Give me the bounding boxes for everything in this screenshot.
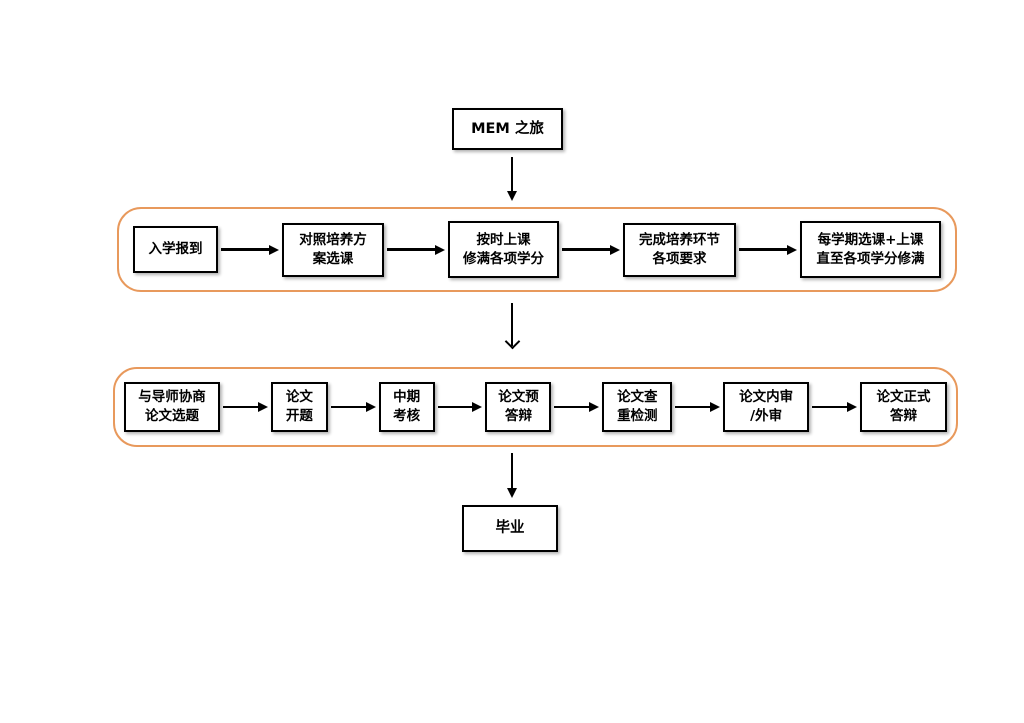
arrow-right-icon: [787, 244, 797, 255]
flow-node-final-defense: 论文正式 答辩: [859, 382, 947, 432]
arrow-shaft: [510, 453, 514, 488]
arrow-right-icon: [257, 402, 268, 412]
arrow-shaft: [812, 405, 847, 409]
flow-node-enrollment: 入学报到: [133, 226, 218, 273]
flow-node-graduation: 毕业: [462, 505, 558, 552]
arrow-right-connector: [387, 244, 445, 255]
arrow-right-icon: [610, 244, 620, 255]
arrow-right-connector: [554, 402, 600, 412]
arrow-shaft: [510, 157, 514, 191]
arrow-right-connector: [330, 402, 376, 412]
arrow-down-connector-1: [505, 157, 519, 201]
flow-node-credits-complete: 每学期选课+上课 直至各项学分修满: [800, 221, 941, 278]
arrow-shaft: [221, 248, 269, 251]
arrow-right-connector: [739, 244, 797, 255]
arrow-shaft: [223, 405, 258, 409]
arrow-right-connector: [437, 402, 483, 412]
flow-node-start: MEM 之旅: [452, 108, 563, 150]
arrow-down-icon: [504, 333, 520, 350]
arrow-down-connector-3: [505, 453, 519, 498]
flow-node-midterm-assessment: 中期 考核: [378, 382, 435, 432]
arrow-right-icon: [269, 244, 279, 255]
stage-thesis-container: 与导师协商 论文选题 论文 开题 中期 考核 论文预 答辩 论文查 重检测 论文…: [113, 367, 958, 447]
stage-coursework-container: 入学报到 对照培养方 案选课 按时上课 修满各项学分 完成培养环节 各项要求 每…: [117, 207, 957, 292]
arrow-down-icon: [507, 191, 517, 201]
arrow-right-icon: [435, 244, 445, 255]
arrow-shaft: [554, 405, 590, 409]
arrow-right-icon: [710, 402, 721, 412]
arrow-right-connector: [812, 402, 857, 412]
arrow-down-icon: [507, 488, 517, 498]
arrow-right-connector: [223, 402, 268, 412]
flow-node-topic-selection: 与导师协商 论文选题: [124, 382, 220, 432]
flow-node-pre-defense: 论文预 答辩: [485, 382, 552, 432]
arrow-right-connector: [675, 402, 721, 412]
arrow-shaft: [562, 248, 610, 251]
arrow-right-icon: [365, 402, 376, 412]
arrow-shaft: [510, 303, 514, 346]
arrow-shaft: [437, 405, 473, 409]
flow-node-attend-class: 按时上课 修满各项学分: [448, 221, 559, 278]
arrow-shaft: [739, 248, 787, 251]
arrow-down-connector-2: [504, 303, 520, 350]
flow-node-training-requirements: 完成培养环节 各项要求: [623, 222, 736, 277]
flow-node-plagiarism-check: 论文查 重检测: [602, 382, 673, 432]
arrow-right-icon: [589, 402, 600, 412]
arrow-right-connector: [562, 244, 620, 255]
arrow-shaft: [675, 405, 711, 409]
arrow-right-icon: [472, 402, 483, 412]
flow-node-internal-external-review: 论文内审 /外审: [723, 382, 810, 432]
flow-node-thesis-proposal: 论文 开题: [270, 382, 328, 432]
arrow-right-connector: [221, 244, 279, 255]
arrow-right-icon: [846, 402, 857, 412]
arrow-shaft: [330, 405, 366, 409]
flow-node-course-selection: 对照培养方 案选课: [282, 222, 384, 277]
arrow-shaft: [387, 248, 435, 251]
